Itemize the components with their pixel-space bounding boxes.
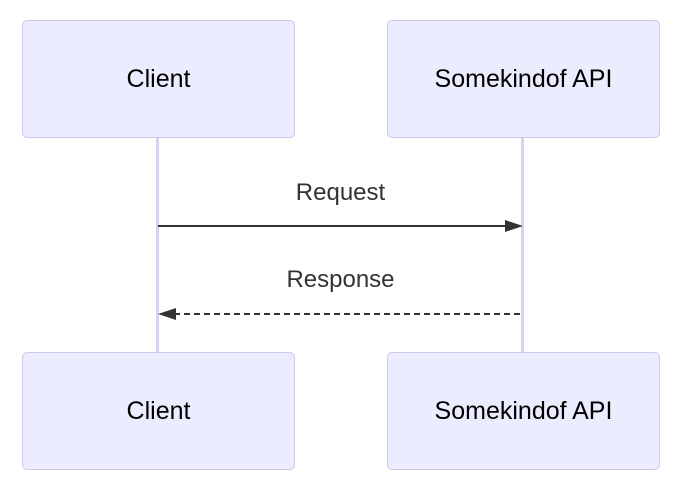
actor-box-client-top: Client <box>22 20 295 138</box>
actor-box-api-bottom: Somekindof API <box>387 352 660 470</box>
arrowhead-left-icon <box>158 308 176 320</box>
actor-box-api-top: Somekindof API <box>387 20 660 138</box>
actor-label-client: Client <box>126 64 191 93</box>
actor-label-api: Somekindof API <box>434 64 613 93</box>
message-line-response <box>174 313 523 315</box>
actor-label-api: Somekindof API <box>434 396 613 425</box>
actor-label-client: Client <box>126 396 191 425</box>
message-line-request <box>158 225 508 227</box>
message-label-response: Response <box>286 266 395 293</box>
arrowhead-right-icon <box>505 220 523 232</box>
message-label-request: Request <box>295 179 386 206</box>
lifeline-api <box>521 138 524 352</box>
actor-box-client-bottom: Client <box>22 352 295 470</box>
lifeline-client <box>156 138 159 352</box>
